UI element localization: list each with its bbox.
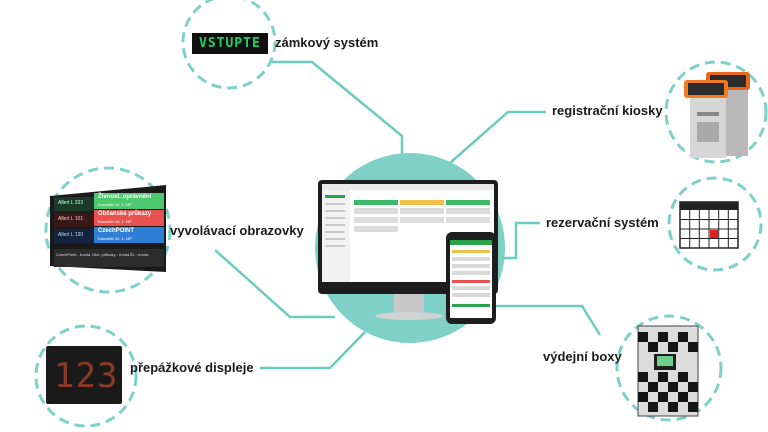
label-reservation: rezervační systém [546,215,659,230]
call-row-2-sub: Kancelář 15, 1. NP [98,219,132,224]
label-counter-displays: přepážkové displeje [130,360,254,375]
pickup-box-icon [637,325,699,417]
calendar-mark [710,230,718,238]
connector-counter [260,331,366,370]
label-kiosks: registrační kiosky [552,103,663,118]
call-row-1-service: Živnost. oprávnění [98,194,152,200]
call-screen-device [50,185,166,272]
call-row-3-ticket: Allert L 130 [58,232,84,238]
call-row-2-ticket: Allert L 101 [58,216,84,222]
call-footer-3: ŽL - fronta [130,252,149,257]
call-row-2-service: Občanské průkazy [98,211,152,217]
call-footer-2: Obč. průkazy - fronta [92,252,130,257]
call-footer-1: CzechPoint - fronta [56,252,91,257]
calendar-icon [679,201,739,249]
connector-boxes [486,304,602,336]
call-row-3-sub: Kancelář 22, 1. NP [98,236,132,241]
label-lock-system: zámkový systém [275,35,379,50]
call-row-1-ticket: Allert L 333 [58,200,84,206]
counter-display-device [46,346,122,404]
connector-kiosks [441,110,546,171]
kiosk-icon [684,72,750,158]
call-row-1-sub: Kancelář 12, 1. NP [98,202,132,207]
connector-reservation [496,221,540,260]
counter-display-number: 123 [54,356,119,396]
label-call-screens: vyvolávací obrazovky [170,223,304,238]
connector-call-screens [214,249,335,319]
lock-sign: VSTUPTE [192,33,268,54]
phone [446,232,496,324]
connector-lines [214,60,602,370]
connector-lock [262,60,404,170]
call-row-3-service: CzechPOINT [98,228,135,234]
label-pickup-boxes: výdejní boxy [543,349,622,364]
